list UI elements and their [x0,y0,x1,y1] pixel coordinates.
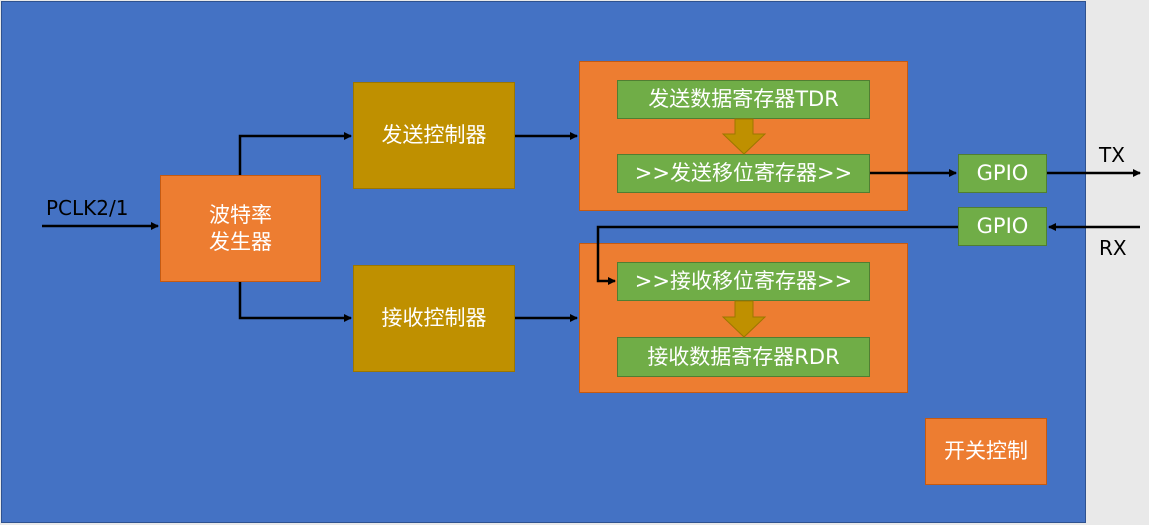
gpio-rx-label: GPIO [976,214,1029,239]
baud-rate-generator: 波特率 发生器 [160,175,321,282]
tx-shift-register: >>发送移位寄存器>> [617,154,870,193]
tx-shift-register-label: >>发送移位寄存器>> [634,161,853,186]
tdr-register: 发送数据寄存器TDR [617,80,870,119]
rx-shift-register-label: >>接收移位寄存器>> [634,269,853,294]
baud-to-rx-arrow [238,282,352,322]
rdr-register-label: 接收数据寄存器RDR [647,344,840,369]
tdr-to-tx-shift-arrow [721,118,767,155]
clock-input-label: PCLK2/1 [46,196,129,220]
baud-to-tx-arrow [238,132,352,175]
gpio-to-rx-shift-arrow [596,225,958,285]
gpio-tx: GPIO [958,154,1047,193]
rx-pin-label: RX [1099,236,1127,260]
tx-controller-label: 发送控制器 [381,123,487,148]
tx-controller: 发送控制器 [353,82,515,189]
switch-control-label: 开关控制 [944,439,1028,464]
rx-shift-register: >>接收移位寄存器>> [617,262,870,301]
rx-controller: 接收控制器 [353,265,515,372]
rx-shift-to-rdr-arrow [721,300,767,338]
rdr-register: 接收数据寄存器RDR [617,337,870,377]
gpio-tx-label: GPIO [976,161,1029,186]
switch-control: 开关控制 [925,418,1047,485]
baud-rate-generator-label: 波特率 发生器 [209,203,272,254]
gpio-rx: GPIO [958,207,1047,246]
tdr-register-label: 发送数据寄存器TDR [648,87,839,112]
tx-pin-label: TX [1099,143,1125,167]
rx-controller-label: 接收控制器 [381,306,487,331]
